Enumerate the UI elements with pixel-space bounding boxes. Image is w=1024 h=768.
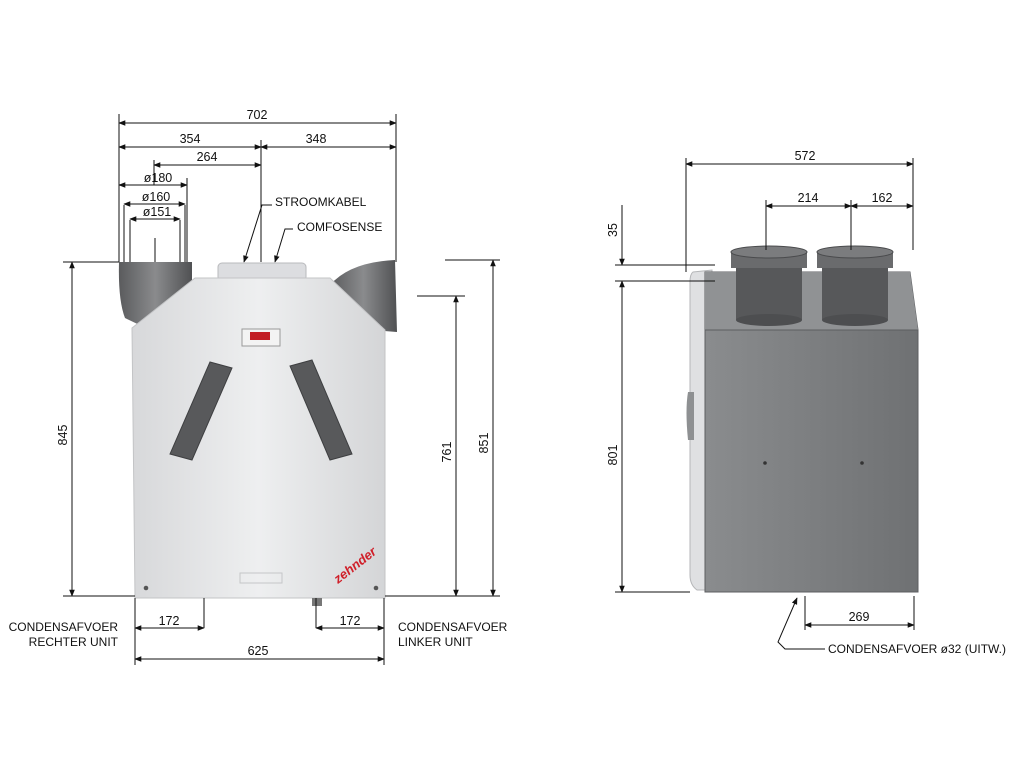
dim-172-left: 172 xyxy=(159,614,180,628)
dim-d180: ø180 xyxy=(144,171,173,185)
front-right-duct xyxy=(330,260,397,332)
label-stroomkabel: STROOMKABEL xyxy=(275,195,367,209)
front-dimensions: 702 354 348 264 ø180 ø160 ø151 STROOMKAB… xyxy=(9,108,508,665)
dim-845: 845 xyxy=(56,425,70,446)
left-handle xyxy=(169,361,233,461)
dim-702: 702 xyxy=(247,108,268,122)
dim-761: 761 xyxy=(440,442,454,463)
front-unit: zehnder xyxy=(118,260,397,606)
display-digits xyxy=(250,332,270,340)
dim-d160: ø160 xyxy=(142,190,171,204)
front-slot xyxy=(239,572,283,584)
screw-icon xyxy=(373,585,379,591)
dim-269: 269 xyxy=(849,610,870,624)
label-condensafvoer-rechter: CONDENSAFVOER xyxy=(9,620,119,634)
label-rechter-unit: RECHTER UNIT xyxy=(29,635,119,649)
side-recess xyxy=(686,392,694,440)
dim-214: 214 xyxy=(798,191,819,205)
label-condensafvoer-side: CONDENSAFVOER ø32 (UITW.) xyxy=(828,642,1006,656)
dim-162: 162 xyxy=(872,191,893,205)
side-hole xyxy=(860,461,864,465)
dim-625: 625 xyxy=(248,644,269,658)
label-condensafvoer-linker: CONDENSAFVOER xyxy=(398,620,508,634)
dim-d151: ø151 xyxy=(143,205,172,219)
side-hole xyxy=(763,461,767,465)
label-comfosense: COMFOSENSE xyxy=(297,220,382,234)
dim-264: 264 xyxy=(197,150,218,164)
dim-35: 35 xyxy=(606,223,620,237)
dim-851: 851 xyxy=(477,433,491,454)
dim-572: 572 xyxy=(795,149,816,163)
label-linker-unit: LINKER UNIT xyxy=(398,635,473,649)
dim-172-right: 172 xyxy=(340,614,361,628)
dim-348: 348 xyxy=(306,132,327,146)
right-handle xyxy=(289,359,353,461)
front-drain-stub xyxy=(312,598,322,606)
dim-354: 354 xyxy=(180,132,201,146)
side-dimensions: 572 214 162 35 801 269 CONDENSAFVOER ø32… xyxy=(606,149,1006,656)
side-spigot-right xyxy=(816,245,894,326)
side-spigot-left xyxy=(730,245,808,326)
dim-801: 801 xyxy=(606,445,620,466)
screw-icon xyxy=(143,585,149,591)
side-unit xyxy=(686,245,919,593)
front-body xyxy=(131,277,386,599)
